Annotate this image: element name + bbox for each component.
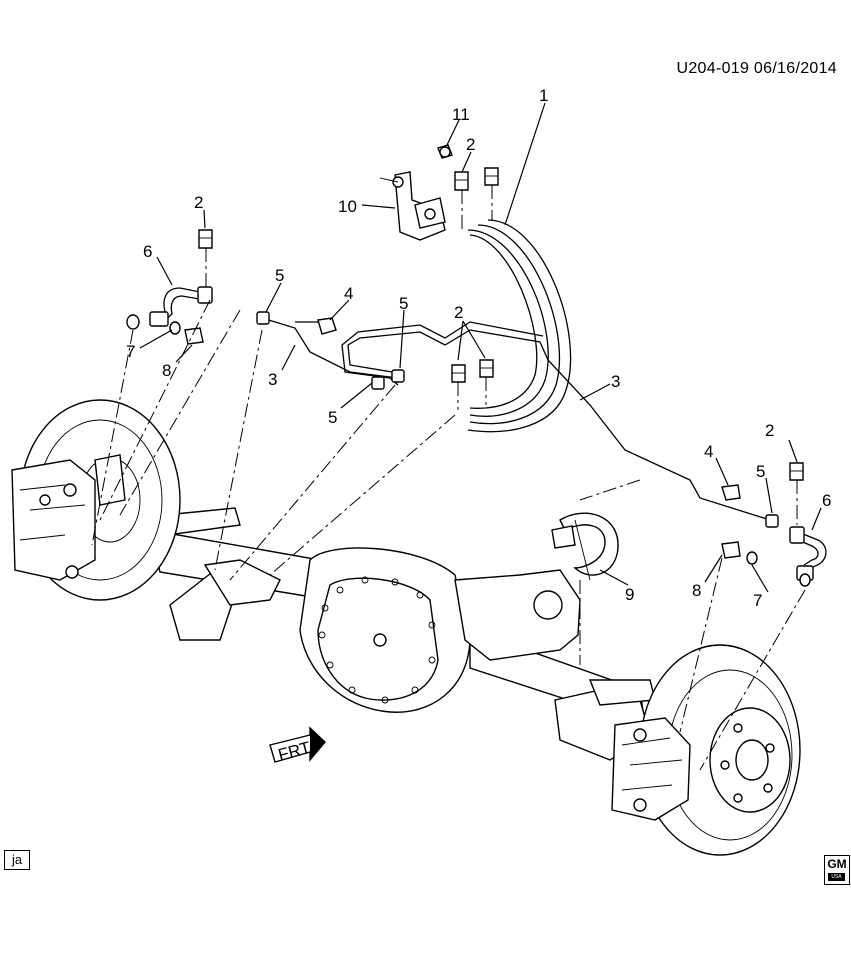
callout-3: 3 — [611, 372, 620, 391]
illustration-tag: ja — [4, 850, 30, 870]
callout-6: 6 — [822, 491, 831, 510]
callout-11: 11 — [452, 105, 470, 124]
callout-7: 7 — [753, 591, 762, 610]
retainer-strap — [551, 512, 619, 581]
right-flex-hose — [789, 526, 827, 581]
gm-logo-text: GM — [827, 857, 847, 871]
callout-4: 4 — [344, 284, 353, 303]
callout-2: 2 — [194, 193, 203, 212]
gm-logo-subtext: USA — [828, 873, 845, 881]
front-direction-arrow: FRT — [269, 726, 326, 765]
clip-group — [198, 167, 804, 525]
callout-leaders — [139, 102, 822, 593]
callout-2: 2 — [765, 421, 774, 440]
reference-lines — [91, 299, 806, 771]
fittings — [256, 311, 779, 528]
callout-5: 5 — [399, 294, 408, 313]
left-brake-pipe — [261, 317, 771, 521]
callout-8: 8 — [692, 581, 701, 600]
gm-logo: GM USA — [824, 855, 850, 885]
diagram-code: U204-019 06/16/2014 — [676, 60, 837, 77]
brake-hose-assembly — [467, 219, 572, 433]
callout-6: 6 — [143, 242, 152, 261]
callout-9: 9 — [625, 585, 634, 604]
callout-7: 7 — [126, 342, 135, 361]
callout-5: 5 — [275, 266, 284, 285]
brake-line-bracket — [379, 144, 453, 241]
seals-and-bolts — [126, 314, 811, 587]
left-brake-rotor — [11, 399, 181, 601]
rear-axle-housing — [149, 507, 656, 761]
callout-10: 10 — [338, 197, 357, 216]
callout-numbers: 1 2 2 2 2 3 3 4 4 5 5 5 5 6 6 7 7 8 8 9 … — [126, 86, 831, 610]
left-flex-hose — [149, 286, 213, 327]
callout-5: 5 — [328, 408, 337, 427]
callout-3: 3 — [268, 370, 277, 389]
callout-2: 2 — [454, 303, 463, 322]
callout-5: 5 — [756, 462, 765, 481]
right-brake-rotor — [611, 644, 801, 856]
callout-8: 8 — [162, 361, 171, 380]
callout-2: 2 — [466, 135, 475, 154]
callout-4: 4 — [704, 442, 713, 461]
callout-1: 1 — [539, 86, 548, 105]
